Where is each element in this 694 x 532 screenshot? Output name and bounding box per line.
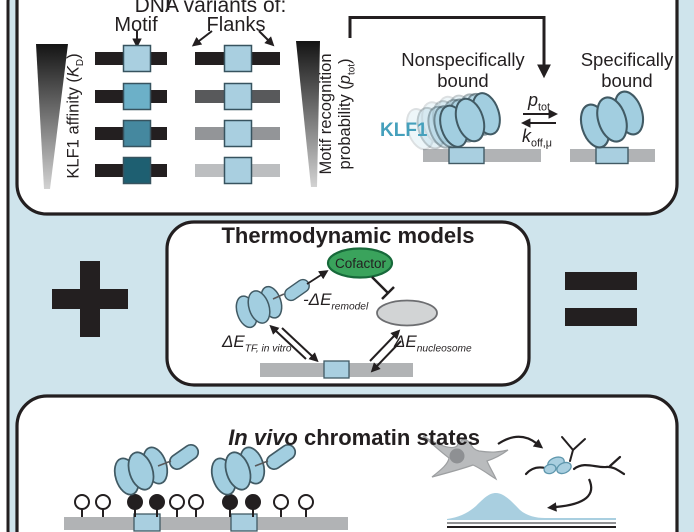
chromatin-antibody-icon xyxy=(524,436,626,476)
nonspecific-binding-scene xyxy=(401,88,541,165)
tf-term: ΔE xyxy=(222,332,245,351)
k-symbol: k xyxy=(522,126,531,146)
affinity-axis-close: ) xyxy=(64,53,83,59)
flanks-label: Flanks xyxy=(206,14,266,36)
cell-to-chromatin-arrow xyxy=(497,435,544,449)
specific-binding-scene xyxy=(570,86,655,165)
nucleosome-subscript: nucleosome xyxy=(416,343,472,355)
affinity-gradient-wedge xyxy=(36,44,68,189)
nucleosome-term: ΔE xyxy=(394,332,417,351)
equilibrium-arrows xyxy=(520,109,559,128)
chromatin-scene-left xyxy=(64,441,348,532)
cell-nucleus xyxy=(449,448,465,464)
energy-nucleosome-label: ΔEnucleosome xyxy=(394,332,472,355)
nonspecific-bound-label: Nonspecifically bound xyxy=(396,49,530,91)
kd-subscript: D xyxy=(74,58,86,67)
remodel-arrow xyxy=(306,270,329,285)
dna-variants-label: DNA variants of: xyxy=(134,0,287,17)
specific-line1: Specifically xyxy=(580,49,674,70)
motif-site xyxy=(595,146,629,165)
thermodynamic-scene xyxy=(231,247,438,379)
tf-subscript: TF, in vitro xyxy=(244,343,292,355)
chromatin-scene-right xyxy=(422,435,626,528)
energy-remodel-label: -ΔEremodel xyxy=(303,290,369,313)
p-subscript: tot xyxy=(538,101,551,114)
affinity-axis-label: KLF1 affinity (KD) xyxy=(64,39,86,194)
signal-peak-track xyxy=(447,493,616,528)
flank-variant-rows xyxy=(195,44,280,185)
chromatin-to-signal-arrow xyxy=(547,478,593,512)
cofactor-label: Cofactor xyxy=(334,256,387,271)
inhibition-tbar xyxy=(371,276,395,300)
p-symbol: p xyxy=(528,90,539,110)
recognition-axis-label: Motif recognition probability (ptot) xyxy=(317,39,358,189)
nucleosome-equilibrium-arrows xyxy=(369,329,402,373)
motif-label: Motif xyxy=(114,14,158,36)
specific-bound-label: Specifically bound xyxy=(565,49,689,91)
nonspecific-line2: bound xyxy=(437,70,489,91)
k-subscript: off,μ xyxy=(531,137,553,150)
motif-site xyxy=(448,146,485,165)
nucleosome xyxy=(376,299,438,327)
bound-tf-scribble xyxy=(543,456,572,475)
recognition-axis-line1: Motif recognition xyxy=(317,53,335,175)
invivo-rest: chromatin states xyxy=(297,425,481,450)
energy-tf-label: ΔETF, in vitro xyxy=(222,332,292,355)
thermodynamic-panel xyxy=(165,220,531,387)
plus-icon xyxy=(52,261,128,337)
remodel-term: -ΔE xyxy=(303,290,332,309)
ptot-bracket-arrow xyxy=(348,16,551,79)
rate-reverse-label: koff,μ xyxy=(522,126,553,150)
recognition-axis-close: ) xyxy=(336,58,354,65)
motif-site xyxy=(133,513,161,532)
recognition-axis-line2: probability ( xyxy=(336,84,354,170)
affinity-axis-text: KLF1 affinity ( xyxy=(64,77,83,179)
recognition-gradient-wedge xyxy=(296,41,320,187)
rate-forward-label: ptot xyxy=(528,90,551,114)
specific-line2: bound xyxy=(601,70,653,91)
motif-site xyxy=(323,360,350,379)
klf1-label: KLF1 xyxy=(380,120,428,141)
invivo-italic: In vivo xyxy=(228,425,298,450)
cell-icon xyxy=(422,435,509,481)
cofactor-ellipse xyxy=(326,247,394,279)
domain-linker xyxy=(272,293,285,300)
invivo-title: In vivo chromatin states xyxy=(158,399,538,451)
equals-icon xyxy=(565,272,637,326)
tf-equilibrium-arrows xyxy=(269,324,319,363)
thermodynamic-title: Thermodynamic models xyxy=(221,223,475,248)
motif-variant-rows xyxy=(95,44,167,185)
kd-symbol: K xyxy=(64,66,83,78)
motif-site xyxy=(230,513,258,532)
ptot-subscript: tot xyxy=(346,64,358,75)
ptot-symbol: p xyxy=(336,75,354,85)
nonspecific-line1: Nonspecifically xyxy=(401,49,525,70)
dna-variant-annotations xyxy=(132,0,275,49)
remodel-subscript: remodel xyxy=(331,301,369,313)
